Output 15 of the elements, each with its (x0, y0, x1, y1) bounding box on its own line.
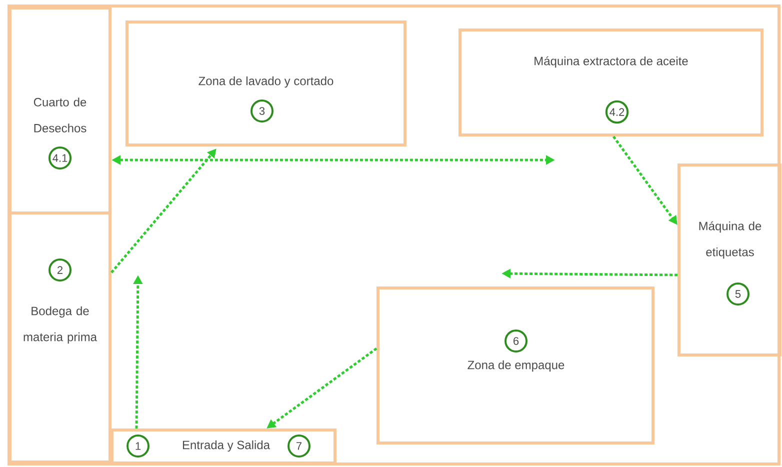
step-number: 4.1 (48, 146, 72, 170)
step-number: 1 (126, 434, 150, 458)
room-box: Máquina extractora de aceite 4.2 (458, 28, 764, 136)
room-box: Máquina de etiquetas 5 (678, 164, 782, 356)
room-box: Zona de lavado y cortado 3 (126, 20, 406, 146)
room-box: 2 Bodega de materia prima (8, 212, 112, 464)
room-box: 1 Entrada y Salida 7 (110, 428, 336, 464)
step-number: 3 (250, 100, 274, 122)
step-number: 6 (504, 330, 528, 352)
step-number: 2 (48, 258, 72, 282)
step-number: 5 (726, 282, 750, 306)
step-number: 7 (288, 434, 310, 458)
room-box: 6 Zona de empaque (376, 286, 654, 444)
step-number: 4.2 (605, 100, 629, 124)
room-box: Cuarto de Desechos 4.1 (8, 6, 112, 214)
